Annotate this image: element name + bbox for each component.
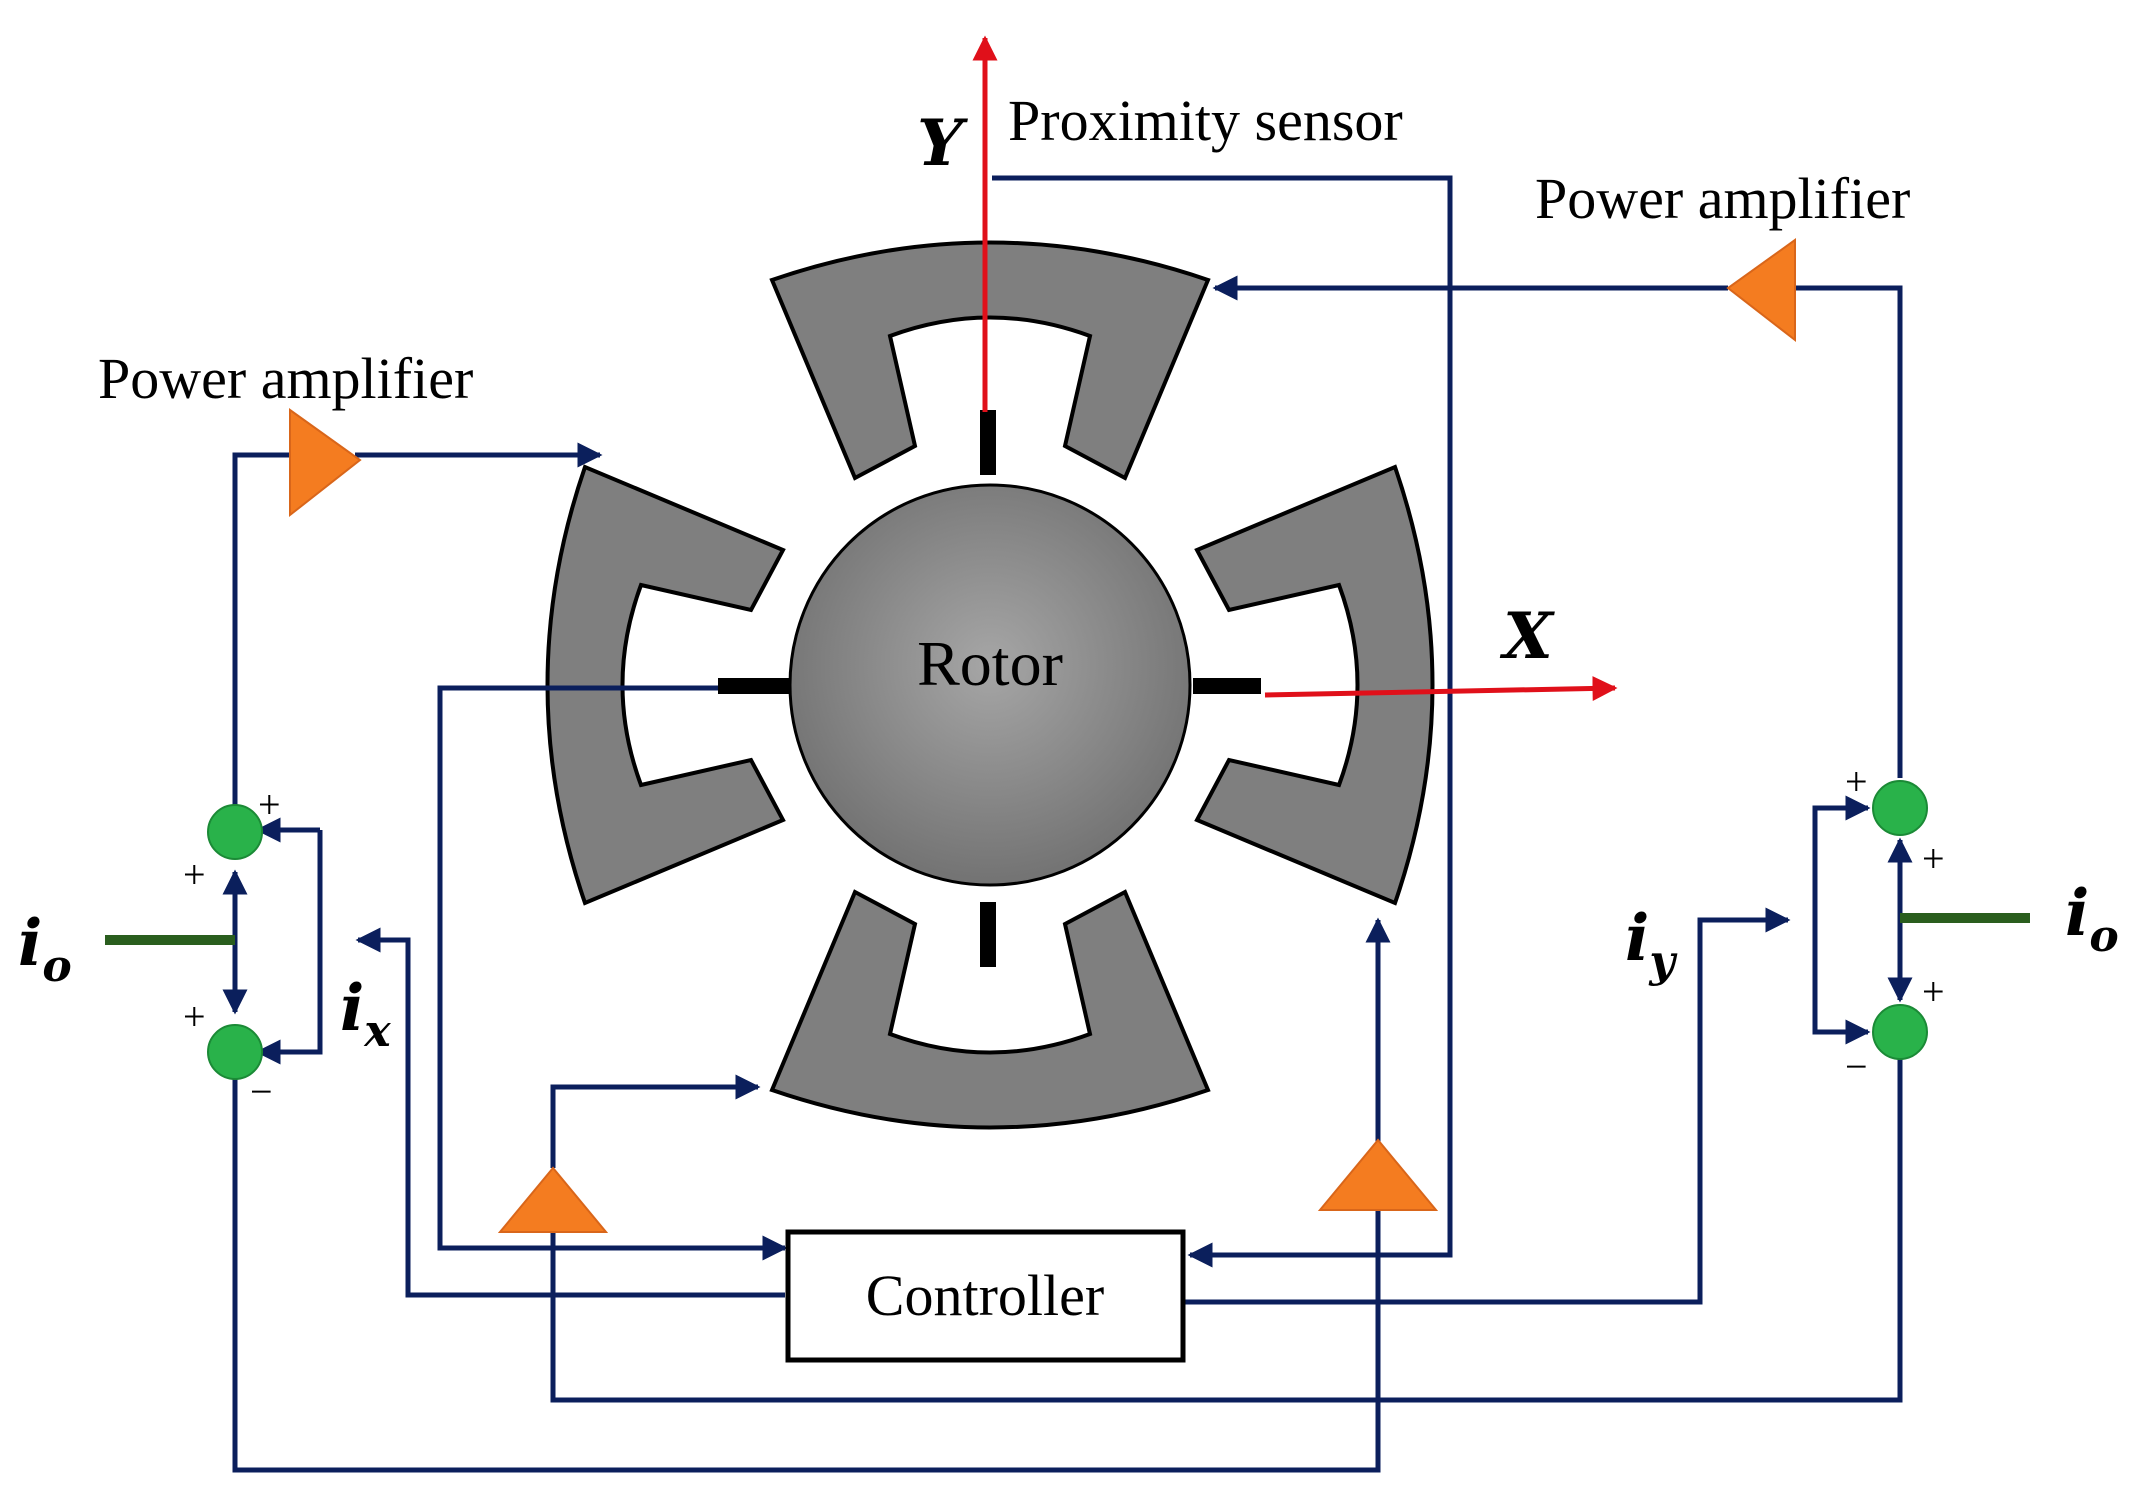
wiring (222, 175, 1913, 1473)
wire-controller-to-ix (355, 927, 785, 1298)
summing-node-left-top (207, 804, 263, 860)
sign-right-top-plus-a: + (1845, 759, 1868, 804)
summing-node-left-bottom (207, 1024, 263, 1080)
x-axis-label: X (1499, 599, 1555, 674)
wire-iy-to-right-bottom-node (1812, 920, 1871, 1045)
sign-left-bottom-plus: + (183, 994, 206, 1039)
y-axis-label: Y (917, 106, 968, 181)
ix-label: ix (340, 971, 391, 1057)
stator-pole-bottom (769, 889, 1211, 1130)
x-axis-arrow (1264, 675, 1618, 701)
sensor-bottom (980, 902, 996, 967)
iy-label-sub: y (1648, 936, 1678, 987)
sensor-top (980, 410, 996, 475)
wire-iy-to-right-top-node (1812, 795, 1871, 920)
io-right-sub: o (2089, 911, 2118, 962)
io-left-base: i (18, 906, 42, 981)
summing-node-right-top (1872, 780, 1928, 836)
controller-box (785, 1229, 1186, 1363)
power-amplifier-label-left: Power amplifier (98, 346, 473, 411)
ix-label-sub: x (363, 1006, 391, 1057)
power-amplifier-left (289, 408, 362, 518)
sign-right-bottom-plus: + (1922, 969, 1945, 1014)
summing-node-right-bottom (1872, 1004, 1928, 1060)
io-label-right: io (2065, 876, 2119, 962)
stator (545, 240, 1435, 1130)
wire-controller-to-iy (1183, 907, 1791, 1305)
power-amplifier-top-right (1726, 238, 1796, 343)
stator-pole-top (769, 240, 1211, 481)
io-right-base: i (2065, 876, 2089, 951)
sign-left-top-plus-b: + (183, 852, 206, 897)
power-amplifier-label-top-right: Power amplifier (1535, 166, 1910, 231)
wire-right-top-node-to-amp (1795, 285, 1903, 778)
wire-right-bottom-node-to-left-amp (550, 1058, 1903, 1403)
wire-x-sensor-to-controller (437, 685, 788, 1261)
wire-y-sensor-to-controller (992, 175, 1453, 1268)
power-amplifier-bottom-right (1317, 1138, 1439, 1211)
sign-right-bottom-minus: − (1845, 1044, 1868, 1089)
wire-ix-to-left-nodes (255, 830, 323, 1065)
wire-left-amp-to-bottom-pole (550, 1074, 761, 1168)
wire-left-bottom-node-to-right-amp (232, 1078, 1381, 1473)
sensor-right (1193, 678, 1261, 694)
io-left-sub: o (42, 941, 71, 992)
stator-pole-right (1194, 464, 1435, 906)
rotor-label: Rotor (917, 628, 1063, 699)
sign-left-top-plus-a: + (258, 782, 281, 827)
iy-label-base: i (1625, 901, 1649, 976)
sign-left-bottom-minus: − (250, 1069, 273, 1114)
controller-label: Controller (866, 1263, 1104, 1328)
sign-right-top-plus-b: + (1922, 836, 1945, 881)
sensor-left (718, 678, 790, 694)
iy-label: iy (1625, 901, 1678, 987)
io-label-left: io (18, 906, 72, 992)
ix-label-base: i (340, 971, 364, 1046)
wire-left-top-node-to-amp (232, 452, 300, 808)
power-amplifier-bottom-left (497, 1166, 609, 1233)
proximity-sensor-label: Proximity sensor (1008, 88, 1403, 153)
